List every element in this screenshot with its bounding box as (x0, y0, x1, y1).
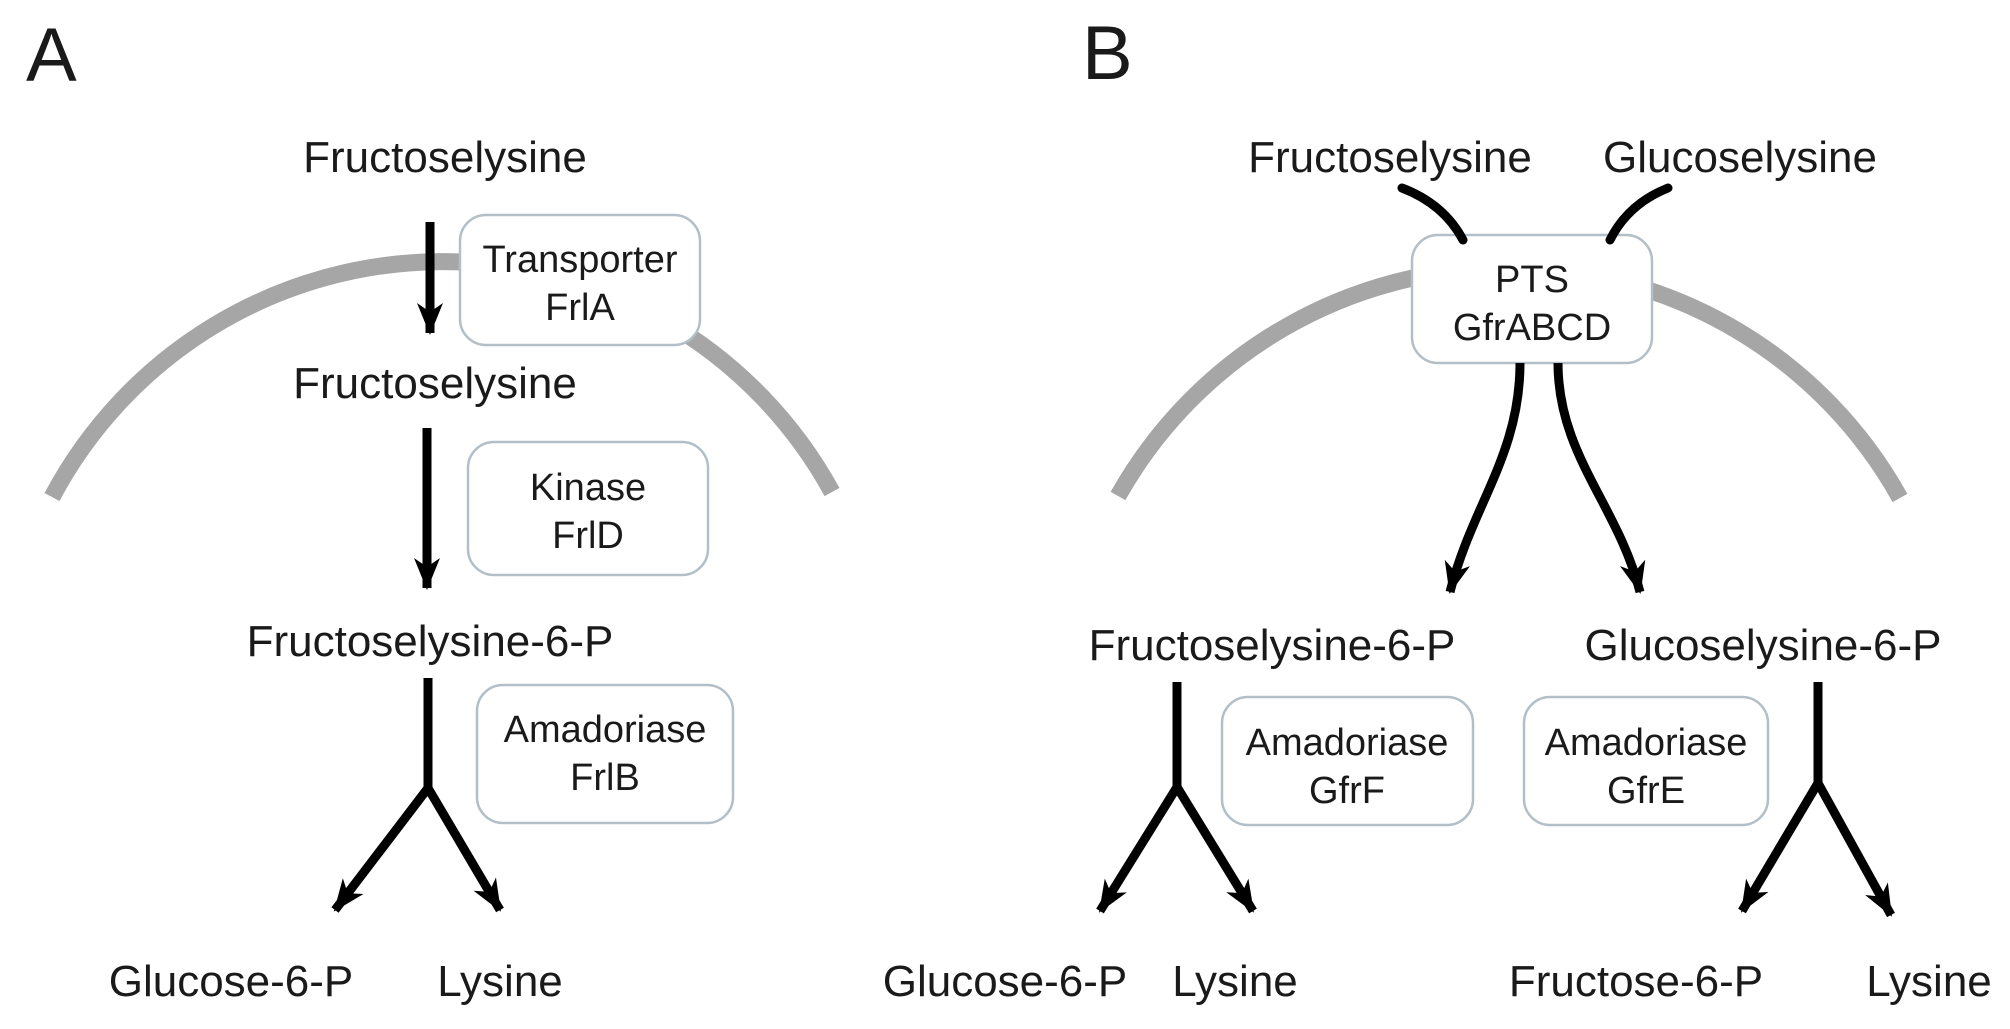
panel-b-label: B (1082, 11, 1133, 96)
panel-a-label: A (26, 13, 77, 98)
substrate-fructoselysine-b: Fructoselysine (1248, 133, 1532, 182)
pts-output-arrow-right (1553, 362, 1646, 594)
pts-label-line1: PTS (1495, 259, 1569, 301)
intermediate-glucoselysine6p-b: Glucoselysine-6-P (1584, 621, 1941, 670)
glucoselysine-entry-curve (1605, 183, 1673, 245)
gfrf-branch-left (1096, 682, 1182, 914)
intermediate-fructoselysine6p-b: Fructoselysine-6-P (1089, 621, 1456, 670)
product-lysine-right-b: Lysine (1866, 957, 1992, 1006)
amadoriase-gfrf-label-line1: Amadoriase (1246, 722, 1449, 764)
product-glucose6p-b: Glucose-6-P (883, 957, 1128, 1006)
amadoriase-frlb-label-line1: Amadoriase (504, 709, 707, 751)
intermediate-a: Fructoselysine-6-P (247, 617, 614, 666)
transporter-frla-box (458, 213, 702, 347)
amadoriase-branch-right-a (424, 785, 504, 913)
substrate-top-a: Fructoselysine (303, 133, 587, 182)
gfre-branch-right (1814, 780, 1895, 918)
amadoriase-branch-left-a (331, 678, 433, 913)
kinase-label-line1: Kinase (530, 467, 646, 509)
pts-output-arrow-left (1444, 362, 1525, 594)
amadoriase-gfre-label-line2: GfrE (1607, 770, 1685, 812)
transporter-label-line1: Transporter (483, 239, 678, 281)
product-fructose6p-b: Fructose-6-P (1509, 957, 1763, 1006)
kinase-frld-box (466, 440, 710, 577)
pts-label-line2: GfrABCD (1453, 307, 1611, 349)
amadoriase-gfrf-box (1220, 695, 1475, 827)
pts-gfrabcd-box (1410, 233, 1654, 365)
substrate-glucoselysine-b: Glucoselysine (1603, 133, 1877, 182)
amadoriase-gfre-box (1522, 695, 1770, 827)
fructoselysine-entry-curve (1397, 183, 1468, 245)
amadoriase-gfrf-label-line2: GfrF (1309, 770, 1385, 812)
amadoriase-gfre-label-line1: Amadoriase (1545, 722, 1748, 764)
kinase-label-line2: FrlD (552, 515, 624, 557)
gfrf-branch-right (1173, 784, 1257, 914)
substrate-inside-a: Fructoselysine (293, 359, 577, 408)
product-lysine-a: Lysine (437, 957, 563, 1006)
product-lysine-left-b: Lysine (1172, 957, 1298, 1006)
membrane-arc-a (44, 253, 840, 501)
transporter-label-line2: FrlA (545, 287, 615, 329)
product-glucose6p-a: Glucose-6-P (109, 957, 354, 1006)
amadoriase-frlb-label-line2: FrlB (570, 757, 640, 799)
amadoriase-frlb-box (475, 683, 735, 825)
